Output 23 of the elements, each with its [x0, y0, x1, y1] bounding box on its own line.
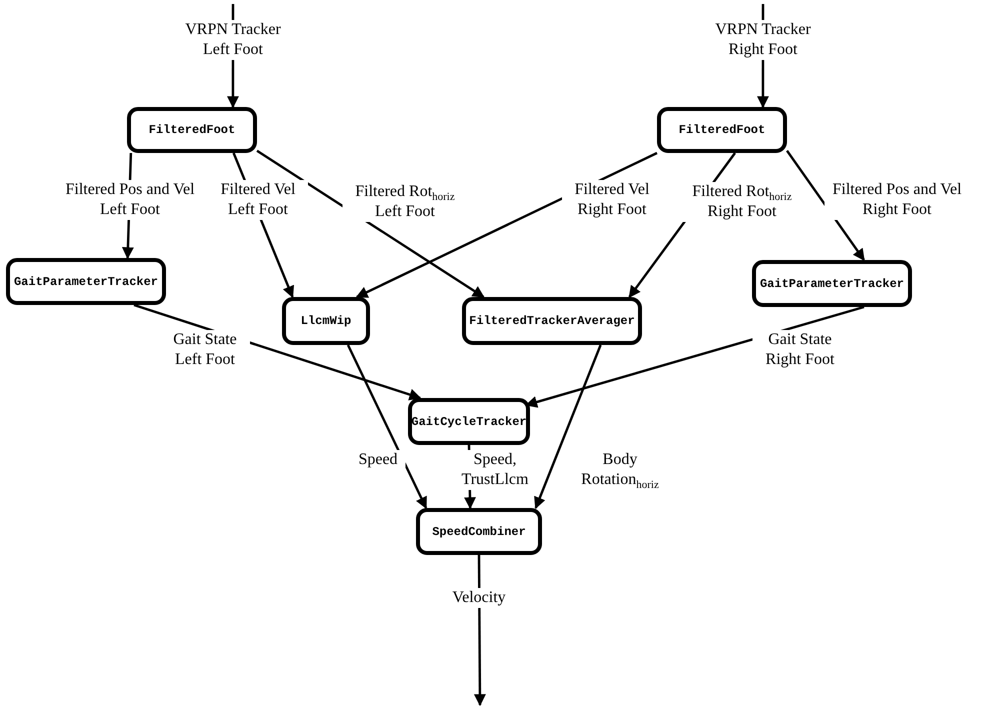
module-name: FilteredFoot [148, 123, 236, 137]
arrow [134, 304, 422, 400]
process-box [657, 107, 787, 153]
process-box [408, 398, 530, 445]
arrow [356, 152, 658, 298]
process-box [752, 260, 912, 307]
process-box [282, 297, 370, 345]
module-name: GaitCycleTracker [411, 414, 527, 428]
arrow [534, 344, 602, 510]
arrow [256, 150, 485, 298]
arrow [786, 150, 865, 261]
process-box [127, 107, 257, 153]
module-name: GaitParameterTracker [760, 276, 904, 290]
process-box [416, 508, 542, 555]
arrow [474, 555, 486, 706]
process-box [6, 258, 166, 305]
arrow [346, 344, 428, 510]
module-name: FilteredTrackerAverager [469, 314, 635, 328]
process-box [462, 297, 642, 345]
module-name: GaitParameterTracker [14, 274, 158, 288]
module-name: FilteredFoot [678, 123, 766, 137]
module-name: LlcmWip [300, 314, 352, 328]
module-name: SpeedCombiner [432, 524, 526, 538]
